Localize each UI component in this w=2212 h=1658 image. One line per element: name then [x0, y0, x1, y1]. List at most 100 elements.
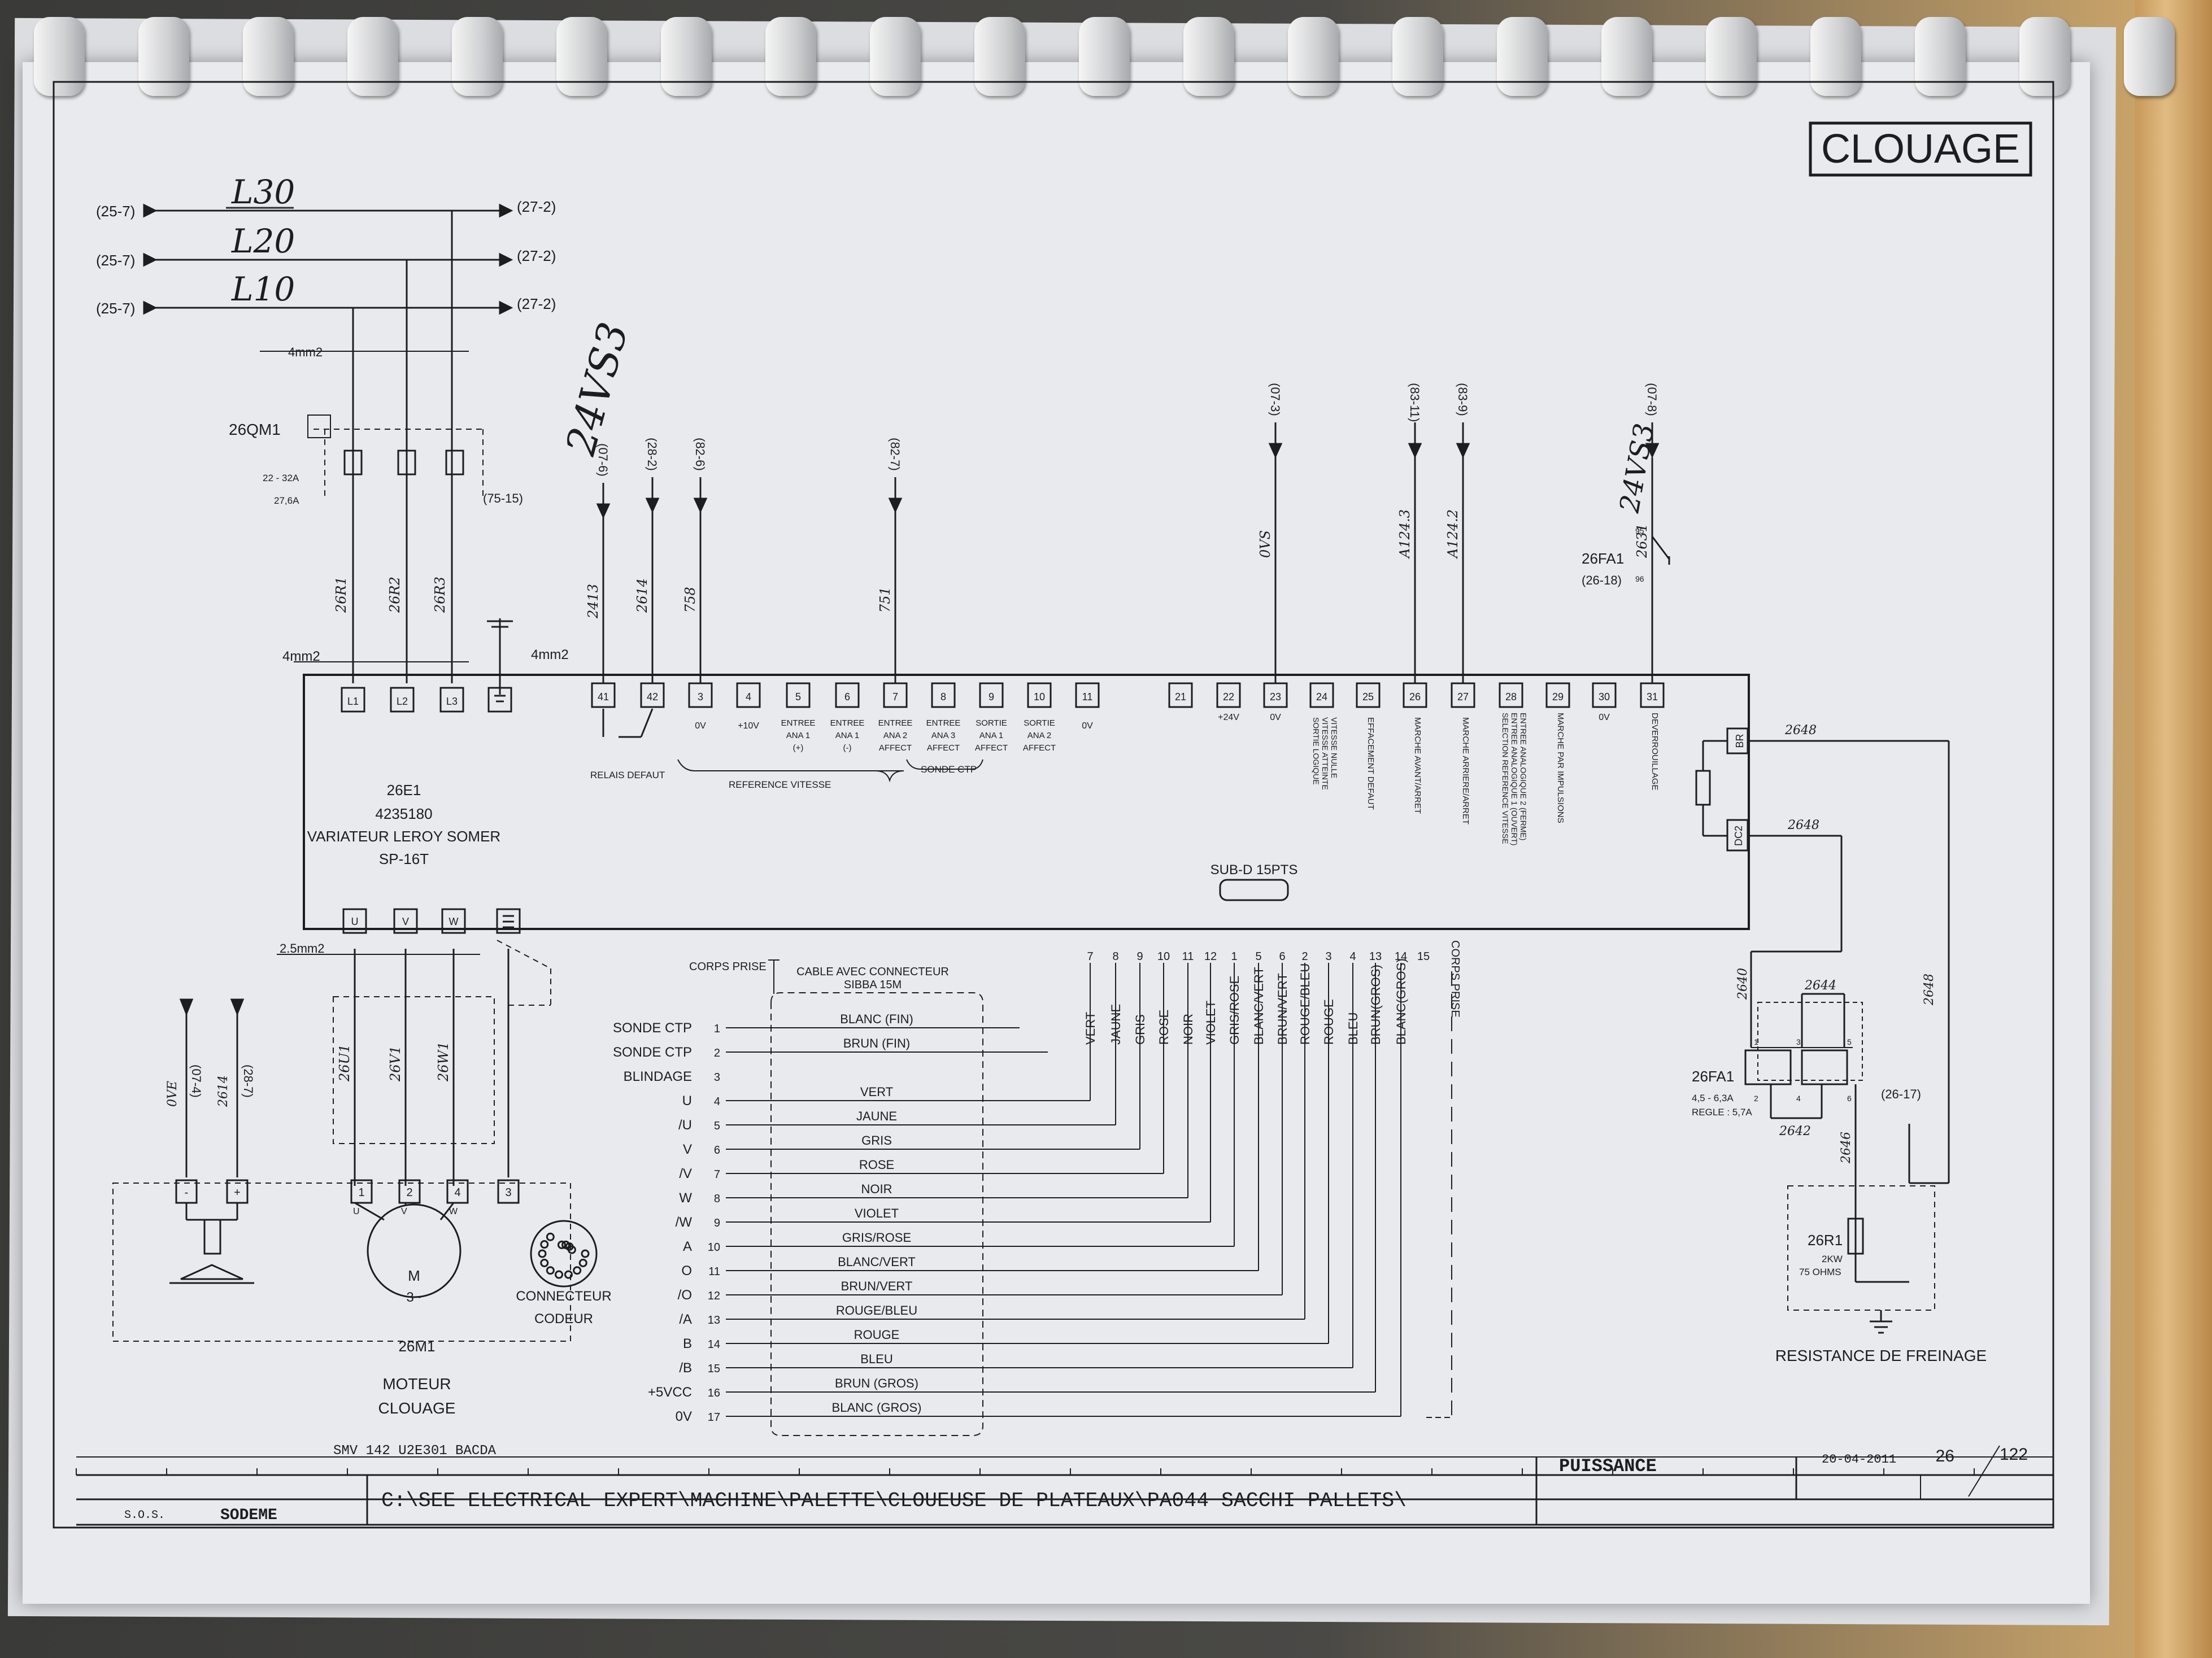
signal-pin: 5 [714, 1120, 720, 1132]
fuse-wire-2646: 2646 [1839, 1132, 1853, 1164]
control-terminal-label: 8 [940, 691, 946, 703]
wire-number: A124.2 [1445, 509, 1461, 559]
subd-connector-icon [1219, 879, 1289, 901]
control-terminal-label: 31 [1647, 691, 1658, 703]
motor-box-terminal [497, 1179, 520, 1204]
signal-pin: 3 [714, 1071, 720, 1084]
control-terminal-label: 22 [1223, 691, 1234, 703]
signal-name: /O [678, 1288, 692, 1303]
control-terminal-box [1027, 682, 1052, 708]
fuse-top-c2: 96 [1635, 574, 1644, 583]
fuse-wire-2642: 2642 [1779, 1124, 1811, 1138]
control-terminal-box [1216, 682, 1241, 708]
earth-terminal-box [487, 687, 512, 713]
motor-box-sub-label: U [353, 1207, 360, 1216]
motor-wiring [112, 940, 598, 1342]
binder-ring [452, 17, 503, 96]
vertical-color: VERT [1083, 1012, 1098, 1045]
earth-terminal-box [496, 908, 521, 934]
encoder-pin [546, 1232, 555, 1241]
fuse-pin: 2 [1754, 1094, 1758, 1103]
signal-name: /U [678, 1118, 692, 1133]
signal-pin: 17 [708, 1411, 720, 1424]
desc-t5: (+) [793, 743, 804, 753]
motor-box-terminal-label: - [185, 1186, 189, 1199]
desc-t29: MARCHE PAR IMPULSIONS [1556, 713, 1565, 823]
left-wire-2614: 2614 [216, 1075, 230, 1107]
reference-vitesse-label: REFERENCE VITESSE [729, 779, 831, 790]
desc-t26: MARCHE AVANT/ARRET [1413, 717, 1422, 814]
wire-arrow [645, 498, 660, 513]
encoder-pin [555, 1270, 564, 1279]
control-terminal-box [1309, 682, 1334, 708]
control-terminal-label: 9 [989, 691, 994, 703]
control-terminal-label: 41 [598, 691, 609, 703]
fuse-wire-2640: 2640 [1736, 968, 1750, 1000]
binder-ring [870, 17, 921, 96]
motor-terminal-label: W [449, 916, 459, 927]
binder-ring [1392, 17, 1443, 96]
power-terminal-box [341, 687, 365, 713]
control-terminal-label: 4 [746, 691, 751, 703]
encoder-label-2: CODEUR [534, 1311, 593, 1327]
cable-title: CABLE AVEC CONNECTEUR [796, 966, 949, 978]
wire-26r2: 26R2 [387, 577, 403, 613]
wire-number: A124.3 [1397, 509, 1413, 559]
encoder-connector-icon [538, 1232, 590, 1279]
wire-arrow [1268, 443, 1283, 459]
encoder-pin [540, 1258, 549, 1267]
control-terminal-box [1263, 682, 1288, 708]
signal-pin: 6 [714, 1144, 720, 1157]
motor-terminal-box [441, 908, 466, 934]
motor-box-terminal [398, 1179, 421, 1204]
encoder-pin [538, 1249, 547, 1258]
signal-name: W [679, 1190, 692, 1206]
desc-t7: ANA 2 [883, 731, 908, 740]
control-terminal-box [1499, 682, 1523, 708]
signal-color: VERT [860, 1085, 893, 1099]
desc-t9: SORTIE [976, 718, 1007, 728]
wire-arrow [1408, 443, 1422, 459]
dc-bus [1695, 727, 1950, 1184]
left-ref-1: (07-4) [189, 1064, 203, 1098]
connector-pin: 11 [1182, 950, 1194, 963]
signal-pin: 15 [708, 1363, 720, 1375]
wire-number: 0VS [1257, 530, 1273, 558]
binder-ring [138, 17, 189, 96]
signal-name: 0V [676, 1409, 692, 1424]
motor-box-terminal-label: 4 [454, 1186, 460, 1199]
desc-t5: ENTREE [781, 718, 816, 728]
binder-ring [1810, 17, 1861, 96]
motor-box-terminal-label: + [234, 1186, 241, 1199]
drive-tag: 26E1 [387, 782, 421, 799]
signal-color: JAUNE [856, 1109, 897, 1123]
binder-ring [1288, 17, 1339, 96]
cable-section-top: 4mm2 [288, 345, 323, 359]
signal-color: BRUN/VERT [841, 1279, 913, 1293]
control-terminal-label: 3 [698, 691, 703, 703]
fuse-contact-top [1651, 457, 1670, 683]
wire-26r1: 26R1 [333, 577, 349, 613]
control-terminal-box [640, 682, 665, 708]
control-terminal-box [835, 682, 860, 708]
binder-ring [243, 17, 294, 96]
connector-pin: 2 [1301, 950, 1308, 963]
signal-color: BRUN (FIN) [843, 1036, 911, 1050]
fuse-right-range: 4,5 - 6,3A [1692, 1093, 1734, 1103]
binder-ring [1706, 17, 1757, 96]
desc-t24: SORTIE LOGIQUE [1312, 717, 1321, 785]
connector-pin: 8 [1112, 950, 1118, 963]
feed-to-3: (27-2) [517, 295, 556, 312]
motor-box-terminal [226, 1179, 249, 1204]
motor-tag: 26M1 [398, 1338, 435, 1355]
earth-section-right: 4mm2 [531, 647, 569, 662]
control-terminal-label: 29 [1552, 691, 1564, 703]
signal-pin: 7 [714, 1168, 720, 1181]
signal-color: NOIR [861, 1182, 892, 1196]
fuse-top-tag: 26FA1 [1582, 550, 1624, 567]
signal-name: /W [676, 1215, 693, 1230]
wire-number: 2614 [634, 578, 650, 613]
control-terminal-label: 26 [1409, 691, 1421, 703]
